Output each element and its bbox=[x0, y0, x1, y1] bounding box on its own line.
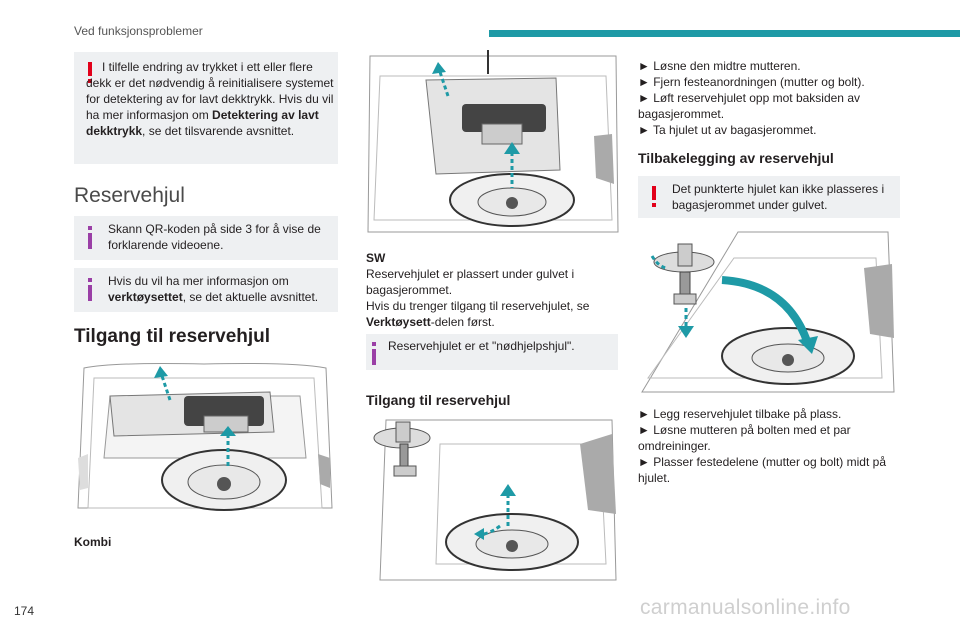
info-text-emergency: Reservehjulet er et "nødhjelpshjul". bbox=[388, 339, 575, 353]
subsection-title-2: Tilgang til reservehjul bbox=[366, 392, 511, 408]
info-toolkit-bold: verktøysettet bbox=[108, 290, 183, 304]
subsection-title: Tilgang til reservehjul bbox=[74, 326, 271, 347]
info-icon bbox=[88, 285, 92, 301]
section-title: Reservehjul bbox=[74, 184, 185, 207]
info-icon bbox=[88, 233, 92, 249]
info-text-qr: Skann QR-koden på side 3 for å vise de f… bbox=[108, 222, 321, 252]
steps-replace: ► Legg reservehjulet tilbake på plass. ►… bbox=[638, 406, 900, 486]
warning-text-2: Det punkterte hjulet kan ikke plasseres … bbox=[672, 182, 885, 212]
page-number: 174 bbox=[14, 604, 35, 618]
running-header: Ved funksjonsproblemer bbox=[74, 24, 203, 38]
sw-text-toolkit: Hvis du trenger tilgang til reservehjule… bbox=[366, 298, 620, 330]
info-box-qr: Skann QR-koden på side 3 for å vise de f… bbox=[74, 216, 338, 260]
warning-icon bbox=[652, 186, 656, 200]
watermark: carmanualsonline.info bbox=[640, 596, 851, 619]
warning-icon-dot bbox=[88, 79, 92, 83]
step-item: ► Løsne den midtre mutteren. bbox=[638, 59, 801, 73]
step-item: ► Plasser festedelene (mutter og bolt) m… bbox=[638, 455, 886, 485]
step-item: ► Fjern festeanordningen (mutter og bolt… bbox=[638, 75, 865, 89]
sw-text-toolkit-pre: Hvis du trenger tilgang til reservehjule… bbox=[366, 299, 590, 313]
warning-box-2: Det punkterte hjulet kan ikke plasseres … bbox=[638, 176, 900, 218]
warning-box: I tilfelle endring av trykket i ett elle… bbox=[74, 52, 338, 164]
step-item: ► Løsne mutteren på bolten med et par om… bbox=[638, 423, 851, 453]
trunk-illustration-replace bbox=[638, 228, 900, 396]
info-icon-dot bbox=[88, 226, 92, 230]
trunk-illustration-sw bbox=[366, 50, 620, 234]
warning-text: I tilfelle endring av trykket i ett elle… bbox=[86, 59, 334, 139]
subsection-title-3: Tilbakelegging av reservehjul bbox=[638, 150, 834, 166]
warning-text-main: I tilfelle endring av trykket i ett elle… bbox=[86, 60, 334, 106]
step-item: ► Ta hjulet ut av bagasjerommet. bbox=[638, 123, 817, 137]
warning-icon bbox=[88, 62, 92, 76]
sw-text-location: Reservehjulet er plassert under gulvet i… bbox=[366, 267, 575, 297]
info-toolkit-pre: Hvis du vil ha mer informasjon om bbox=[108, 274, 289, 288]
header-accent-bar bbox=[489, 30, 960, 37]
warning-ref-bold: Detektering av lavt dekktrykk bbox=[86, 108, 319, 138]
steps-remove: ► Løsne den midtre mutteren. ► Fjern fes… bbox=[638, 58, 898, 138]
info-toolkit-post: , se det aktuelle avsnittet. bbox=[182, 290, 319, 304]
info-text-toolkit: Hvis du vil ha mer informasjon om verktø… bbox=[108, 273, 334, 305]
step-item: ► Legg reservehjulet tilbake på plass. bbox=[638, 407, 842, 421]
info-box-toolkit: Hvis du vil ha mer informasjon om verktø… bbox=[74, 268, 338, 312]
info-icon-dot bbox=[372, 342, 376, 346]
warning-ref-post: , se det tilsvarende avsnittet. bbox=[142, 124, 295, 138]
caption-sw: SW bbox=[366, 251, 386, 265]
info-icon-dot bbox=[88, 278, 92, 282]
trunk-illustration-kombi bbox=[74, 358, 336, 516]
trunk-illustration-access bbox=[366, 414, 618, 582]
warning-icon-dot bbox=[652, 203, 656, 207]
warning-ref-pre: Hvis du vil ha mer informasjon om bbox=[86, 92, 334, 122]
info-icon bbox=[372, 349, 376, 365]
step-item: ► Løft reservehjulet opp mot baksiden av… bbox=[638, 91, 860, 121]
caption-kombi: Kombi bbox=[74, 535, 112, 549]
info-box-emergency: Reservehjulet er et "nødhjelpshjul". bbox=[366, 334, 618, 370]
sw-text-toolkit-post: -delen først. bbox=[430, 315, 495, 329]
sw-text-toolkit-bold: Verktøysett bbox=[366, 315, 431, 329]
